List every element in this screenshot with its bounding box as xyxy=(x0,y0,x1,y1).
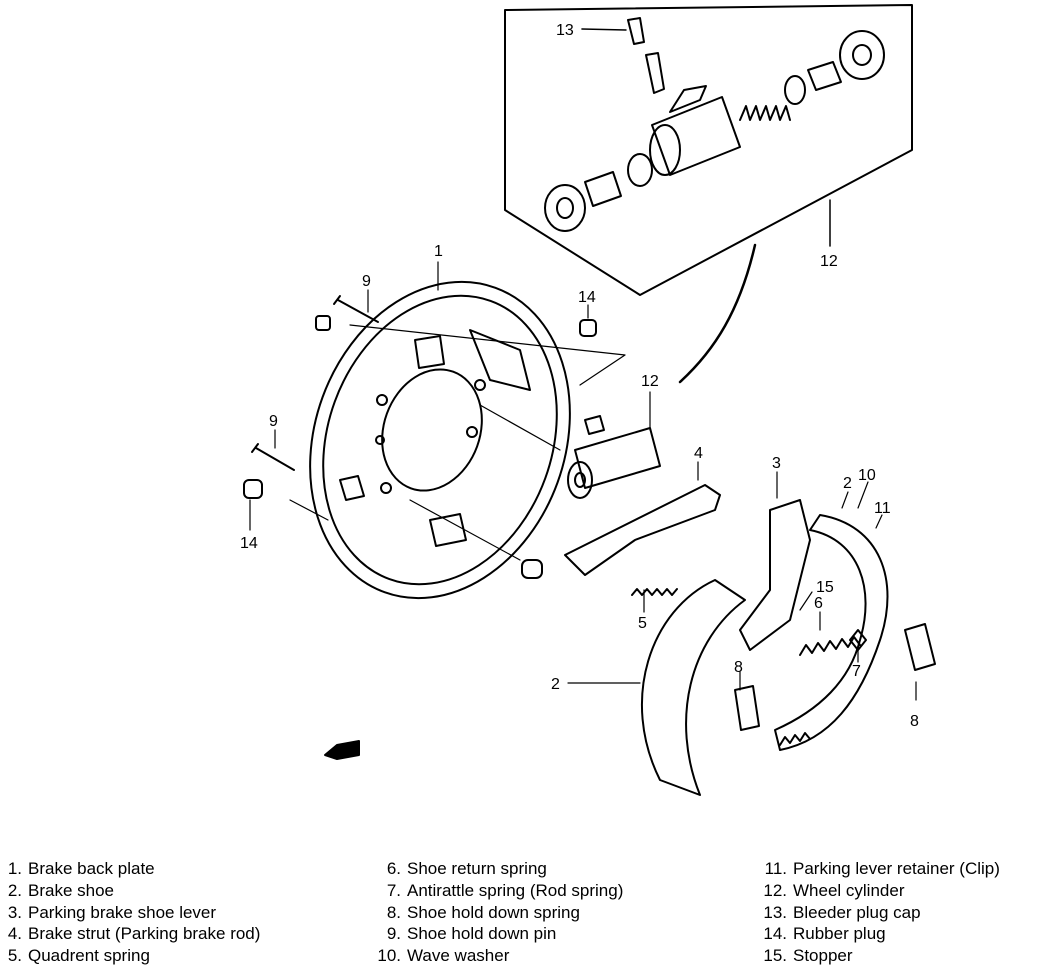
legend-number: 13. xyxy=(763,902,787,922)
legend-label: Brake strut (Parking brake rod) xyxy=(28,924,261,944)
legend-number: 4. xyxy=(7,924,22,944)
legend-item: 14. Rubber plug xyxy=(757,923,1000,945)
legend-item: 12. Wheel cylinder xyxy=(757,880,1000,902)
callout-2-right: 2 xyxy=(843,475,852,492)
wheel-cylinder-assembled xyxy=(567,415,661,499)
legend-number: 14. xyxy=(763,924,787,944)
legend-item: 1. Brake back plate xyxy=(0,858,260,880)
legend-number: 3. xyxy=(7,902,22,922)
legend-item: 11. Parking lever retainer (Clip) xyxy=(757,858,1000,880)
legend-label: Bleeder plug cap xyxy=(793,902,921,922)
callout-2-left: 2 xyxy=(551,676,560,693)
bleeder-plug-lower xyxy=(521,559,543,579)
legend-number: 2. xyxy=(7,880,22,900)
legend-number: 7. xyxy=(386,880,401,900)
legend-label: Wheel cylinder xyxy=(793,880,905,900)
callout-12-inset: 12 xyxy=(820,253,838,270)
legend-item: 8. Shoe hold down spring xyxy=(365,902,623,924)
parking-brake-lever xyxy=(739,499,811,651)
legend-label: Shoe hold down pin xyxy=(407,924,557,944)
bolt-upper-left xyxy=(315,315,331,331)
brake-strut xyxy=(564,484,721,576)
lower-spring xyxy=(779,732,811,746)
legend-label: Parking brake shoe lever xyxy=(28,902,217,922)
callout-9-upper: 9 xyxy=(362,273,371,290)
hold-down-spring-left xyxy=(734,685,760,731)
callout-9-lower: 9 xyxy=(269,413,278,430)
legend-number: 12. xyxy=(763,880,787,900)
quadrant-spring xyxy=(631,588,678,596)
legend-item: 2. Brake shoe xyxy=(0,880,260,902)
legend-label: Quadrent spring xyxy=(28,946,150,966)
legend-label: Brake shoe xyxy=(28,880,114,900)
brake-back-plate xyxy=(309,280,571,600)
rubber-plug-upper xyxy=(579,319,597,337)
legend-label: Wave washer xyxy=(407,946,510,966)
brake-shoe-right xyxy=(774,514,889,751)
callout-4: 4 xyxy=(694,445,703,462)
legend-item: 9. Shoe hold down pin xyxy=(365,923,623,945)
callout-14-upper: 14 xyxy=(578,289,596,306)
legend-item: 13. Bleeder plug cap xyxy=(757,902,1000,924)
exploded-brake-diagram: 1 9 9 12 12 13 14 14 4 3 2 10 11 15 6 5 … xyxy=(240,4,936,796)
hold-down-pin-upper xyxy=(333,295,379,323)
legend-item: 3. Parking brake shoe lever xyxy=(0,902,260,924)
callout-3: 3 xyxy=(772,455,781,472)
callout-10: 10 xyxy=(858,467,876,484)
callout-14-lower: 14 xyxy=(240,535,258,552)
brake-shoe-left xyxy=(640,579,746,796)
legend-label: Antirattle spring (Rod spring) xyxy=(407,880,624,900)
shoe-return-spring xyxy=(799,636,861,656)
legend-number: 6. xyxy=(386,859,401,878)
callout-12-assembled: 12 xyxy=(641,373,659,390)
legend-item: 5. Quadrent spring xyxy=(0,945,260,967)
hold-down-spring-right xyxy=(904,623,936,671)
callout-1: 1 xyxy=(434,243,443,260)
callout-6: 6 xyxy=(814,595,823,612)
legend-number: 11. xyxy=(764,859,787,878)
callout-7: 7 xyxy=(852,663,861,680)
legend-item: 10. Wave washer xyxy=(365,945,623,967)
legend-number: 9. xyxy=(386,924,401,944)
legend-label: Shoe hold down spring xyxy=(407,902,580,922)
callout-8-right: 8 xyxy=(910,713,919,730)
callout-15: 15 xyxy=(816,579,834,596)
legend-number: 5. xyxy=(7,946,22,966)
legend-label: Parking lever retainer (Clip) xyxy=(793,859,1000,878)
legend-number: 10. xyxy=(377,946,401,966)
legend-item: 15. Stopper xyxy=(757,945,1000,967)
legend-number: 15. xyxy=(763,946,787,966)
legend-column-1: 1. Brake back plate 2. Brake shoe 3. Parkin… xyxy=(0,858,261,967)
callout-8-left: 8 xyxy=(734,659,743,676)
inset-connector-line xyxy=(678,243,757,384)
legend-column-2: 6. Shoe return spring 7. Antirattle spring… xyxy=(365,858,623,967)
leader-lines xyxy=(249,261,917,701)
rubber-plug-lower xyxy=(243,479,263,499)
wheel-cylinder-inset xyxy=(504,4,913,296)
legend-label: Stopper xyxy=(793,946,853,966)
callout-5: 5 xyxy=(638,615,647,632)
callout-11: 11 xyxy=(874,500,891,517)
forward-arrow-icon xyxy=(324,740,360,760)
legend-label: Shoe return spring xyxy=(407,859,547,878)
legend-item: 4. Brake strut (Parking brake rod) xyxy=(0,923,261,945)
legend-label: Rubber plug xyxy=(793,924,886,944)
legend-number: 1. xyxy=(7,859,22,878)
legend-number: 8. xyxy=(386,902,401,922)
legend-item: 6. Shoe return spring xyxy=(365,858,623,880)
hold-down-pin-lower xyxy=(251,443,295,471)
legend-item: 7. Antirattle spring (Rod spring) xyxy=(365,880,624,902)
legend-label: Brake back plate xyxy=(28,859,155,878)
legend-column-3: 11. Parking lever retainer (Clip) 12. Whee… xyxy=(757,858,1000,967)
antirattle-spring xyxy=(849,629,867,651)
callout-13: 13 xyxy=(556,22,574,39)
